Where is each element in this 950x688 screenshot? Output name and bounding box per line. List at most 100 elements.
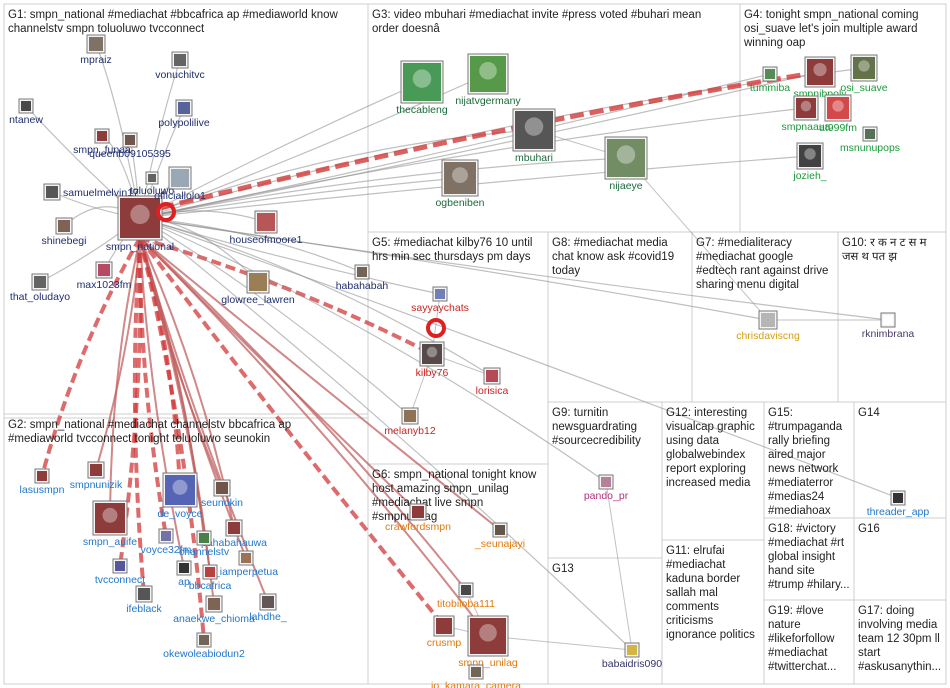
node-ogbeniben[interactable]: ogbeniben [435, 159, 485, 209]
node-iamperpetua[interactable]: _iamperpetua [213, 550, 278, 578]
node-seunajayi[interactable]: _seunajayi [474, 522, 525, 550]
node-avatar-image [357, 267, 367, 277]
node-avatar-image [422, 344, 442, 364]
node-lorisica[interactable]: lorisica [476, 367, 509, 397]
node-smpnibpoly[interactable]: smpnibpoly [793, 56, 847, 100]
group-title-g14: G14 [858, 407, 880, 419]
node-avatar-image [761, 313, 775, 327]
node-seunokin[interactable]: seunokin [201, 479, 243, 509]
group-title-g2: #mediaworld tvcconnect tonight toluoluwo… [8, 433, 270, 445]
group-title-g8: today [552, 265, 580, 277]
node-okewoleabiodun2[interactable]: okewoleabiodun2 [163, 632, 245, 660]
node-channelstv[interactable]: channelstv [179, 530, 230, 558]
node-toluoluwo[interactable]: toluoluwo [130, 171, 175, 197]
node-pahabahauwa[interactable]: pahabahauwa [201, 519, 267, 549]
node-avatar-image [216, 482, 228, 494]
node-avatar-image [865, 129, 875, 139]
node-avatar-image [125, 135, 135, 145]
node-polypolilive[interactable]: polypolilive [158, 99, 210, 129]
node-thecableng[interactable]: thecableng [396, 60, 448, 116]
node-max1023fm[interactable]: max1023fm [77, 261, 132, 291]
node-label: habahabah [336, 280, 389, 292]
node-avatar-image [444, 162, 476, 194]
node-avatar-detail [813, 63, 827, 77]
node-avatar-image [495, 525, 505, 535]
node-voyce32fm[interactable]: voyce32fm [141, 528, 192, 556]
node-nijaeye[interactable]: nijaeye [604, 136, 648, 192]
group-title-g18: hand site [768, 565, 815, 577]
edge [605, 481, 633, 651]
node-crawfordsmpn[interactable]: crawfordsmpn [385, 503, 451, 533]
node-at999fm[interactable]: at999fm [819, 94, 857, 134]
node-smpn-funaa[interactable]: smpn_funaa [73, 128, 131, 156]
node-avatar-image [138, 588, 150, 600]
node-vonuchitvc[interactable]: vonuchitvc [155, 51, 205, 81]
node-avatar-detail [524, 117, 544, 136]
node-smpn-auife[interactable]: smpn_auife [83, 500, 137, 548]
edge [139, 157, 627, 219]
node-avatar-image [807, 59, 833, 85]
node-ntanew[interactable]: ntanew [9, 98, 43, 126]
node-label: _iamperpetua [213, 566, 278, 578]
node-smpn-unilag[interactable]: smpn_unilag [458, 615, 518, 669]
group-title-g17: G17: doing [858, 605, 914, 617]
node-label: ap [178, 576, 190, 588]
group-title-g17: involving media [858, 619, 938, 631]
node-ifeblack[interactable]: ifeblack [126, 585, 163, 615]
node-tummiba[interactable]: tummiba [750, 66, 790, 94]
node-pando-pr[interactable]: pando_pr [584, 474, 629, 502]
node-smpn-national[interactable]: smpn_national [106, 195, 174, 253]
node-houseofmoore1[interactable]: houseofmoore1 [230, 210, 303, 246]
node-threader-app[interactable]: threader_app [867, 490, 930, 518]
node-officiallolo1[interactable]: officiallolo1 [154, 166, 206, 202]
node-avatar-image [90, 464, 102, 476]
node-crusmp[interactable]: crusmp [427, 615, 462, 649]
node-smpnunizik[interactable]: smpnunizik [70, 461, 123, 491]
node-avatar-detail [832, 100, 844, 112]
node-lahdhe[interactable]: lahdhe_ [249, 593, 287, 623]
node-mbuhari[interactable]: mbuhari [512, 108, 556, 164]
node-mpraiz[interactable]: mpraiz [80, 34, 112, 66]
node-tvcconnect[interactable]: tvcconnect [95, 558, 145, 586]
node-label: okewoleabiodun2 [163, 648, 245, 660]
node-glowree-lawren[interactable]: glowree_lawren [221, 270, 295, 306]
node-lasusmpn[interactable]: lasusmpn [20, 468, 65, 496]
node-msnunupops[interactable]: msnunupops [840, 126, 900, 154]
group-title-g12: visualcap graphic [666, 421, 755, 433]
node-nijatvgermany[interactable]: nijatvgermany [455, 53, 521, 107]
node-avatar-image [607, 139, 645, 177]
node-jozieh[interactable]: jozieh_ [792, 142, 827, 182]
node-babaidris090[interactable]: babaidris090 [602, 642, 662, 670]
node-osi-suave[interactable]: osi_suave [840, 54, 888, 94]
node-bbcafrica[interactable]: bbcafrica [189, 564, 232, 592]
node-label: smpn_funaa [73, 144, 131, 156]
node-smpnaaua[interactable]: smpnaaua [781, 95, 831, 133]
node-that-oludayo[interactable]: that_oludayo [10, 273, 70, 303]
node-ap[interactable]: ap [176, 560, 192, 588]
node-label: threader_app [867, 506, 930, 518]
node-habahabah[interactable]: habahabah [336, 264, 389, 292]
node-jo-kamara-camera[interactable]: jo_kamara_camera [430, 664, 521, 688]
group-title-g16: G16 [858, 523, 880, 535]
node-melanyb12[interactable]: melanyb12 [384, 407, 436, 437]
node-queenb09105395[interactable]: queenb09105395 [89, 132, 171, 160]
node-label: pando_pr [584, 490, 629, 502]
node-chrisdaviscng[interactable]: chrisdaviscng [736, 310, 800, 342]
node-avatar-image [461, 585, 471, 595]
node-label: officiallolo1 [154, 190, 206, 202]
node-titobiloba111[interactable]: titobiloba111 [437, 582, 495, 610]
node-shinebegi[interactable]: shinebegi [42, 217, 87, 247]
edge [139, 237, 489, 637]
node-label: mpraiz [80, 54, 112, 66]
node-de-voyce[interactable]: de_voyce [158, 472, 203, 520]
node-anaekwe-chioma[interactable]: anaekwe_chioma [173, 595, 255, 625]
node-avatar-image [241, 553, 251, 563]
node-label: tvcconnect [95, 574, 145, 586]
node-rknimbrana[interactable]: rknimbrana [862, 312, 915, 340]
group-title-g6: G6: smpn_national tonight know [372, 469, 537, 481]
node-kilby76[interactable]: kilby76 [416, 341, 449, 379]
node-avatar-detail [858, 60, 870, 72]
node-sayyaychats[interactable]: sayyaychats [411, 286, 469, 314]
node-label: vonuchitvc [155, 69, 205, 81]
node-samuelmelvin17[interactable]: samuelmelvin17 [43, 183, 139, 201]
